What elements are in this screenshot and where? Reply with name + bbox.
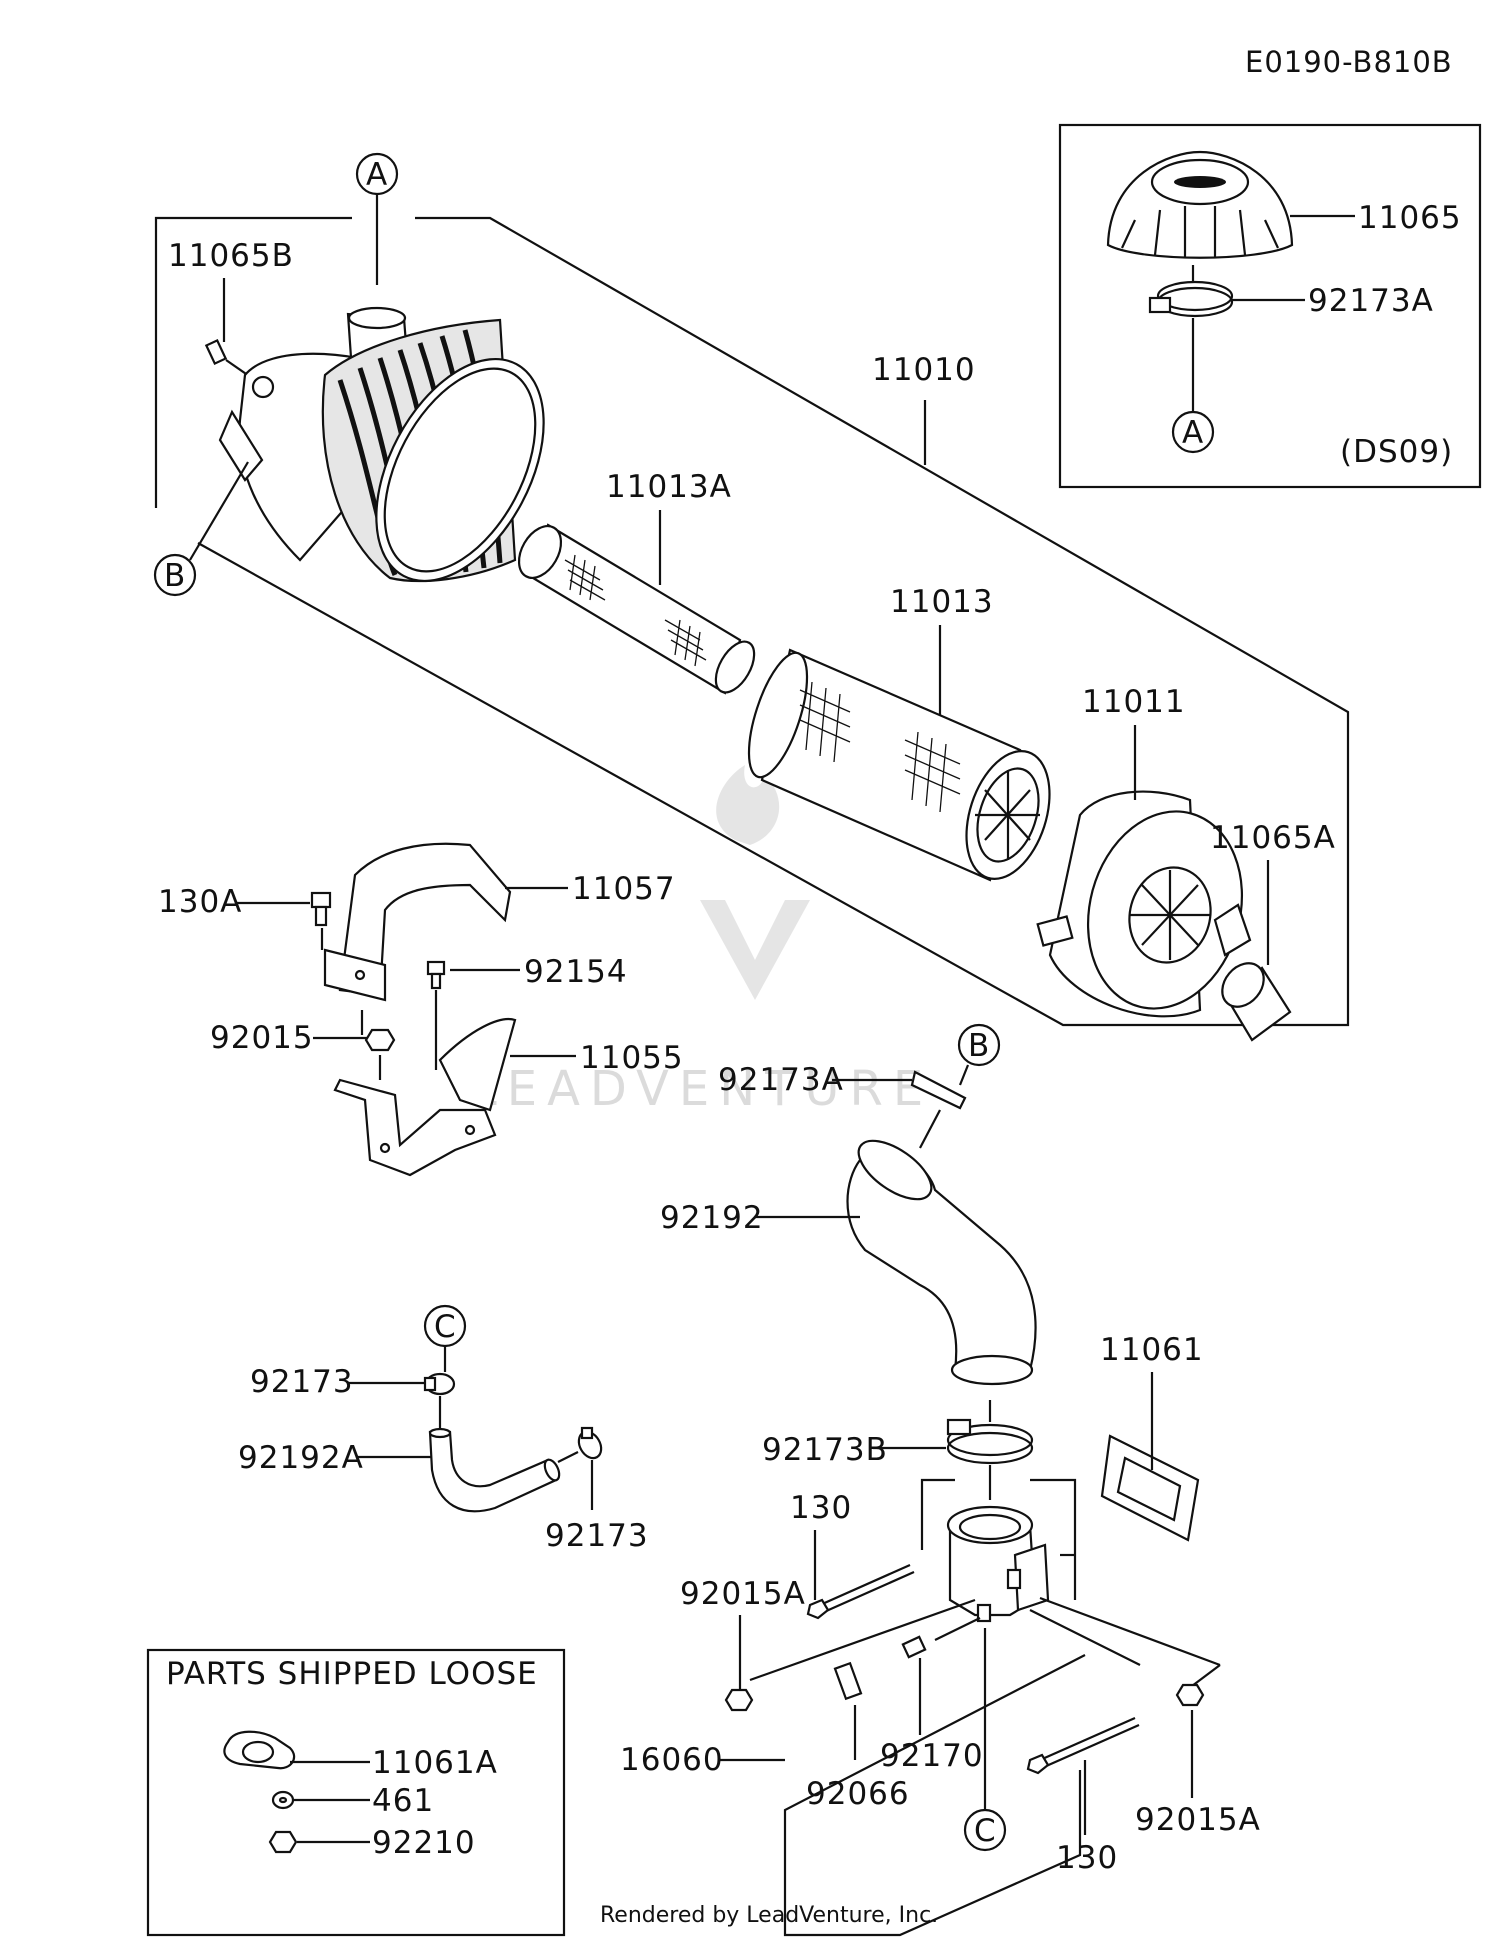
label-130-lower: 130 xyxy=(1056,1840,1118,1876)
label-92015A-left: 92015A xyxy=(680,1576,806,1612)
label-11065: 11065 xyxy=(1358,200,1462,236)
precleaner-cap xyxy=(1106,150,1294,259)
clamp-92173-right xyxy=(577,1426,603,1460)
label-11061A: 11061A xyxy=(372,1745,498,1781)
ref-a: A xyxy=(366,157,388,193)
leadventure-watermark: LEADVENTURE xyxy=(470,765,933,1117)
nut-92015 xyxy=(364,1028,396,1052)
hose-clamp-upper xyxy=(910,1070,967,1110)
ds09-inset: 11065 92173A A (DS09) xyxy=(1058,123,1482,489)
label-16060: 16060 xyxy=(620,1742,724,1778)
air-cleaner-body xyxy=(218,306,545,583)
label-11013: 11013 xyxy=(890,584,994,620)
ref-c-breather: C xyxy=(434,1309,457,1345)
label-11010: 11010 xyxy=(872,352,976,388)
bolt-92154 xyxy=(426,960,446,990)
loose-parts-title: PARTS SHIPPED LOOSE xyxy=(166,1656,538,1692)
ref-b-hose: B xyxy=(968,1028,990,1064)
label-130A: 130A xyxy=(158,884,242,920)
label-11065A: 11065A xyxy=(1210,820,1336,856)
render-credit: Rendered by LeadVenture, Inc. xyxy=(600,1903,938,1928)
nut-92210 xyxy=(268,1830,298,1854)
clip-92170 xyxy=(901,1635,927,1659)
label-11055: 11055 xyxy=(580,1040,684,1076)
label-11011: 11011 xyxy=(1082,684,1186,720)
pin-92066 xyxy=(833,1661,863,1701)
gasket-11061A xyxy=(223,1730,296,1770)
inset-variant: (DS09) xyxy=(1340,434,1453,470)
gasket-11061 xyxy=(1100,1434,1200,1542)
label-92015: 92015 xyxy=(210,1020,314,1056)
label-92154: 92154 xyxy=(524,954,628,990)
label-92192: 92192 xyxy=(660,1200,764,1236)
manifold-group-16060 xyxy=(783,1478,1086,1937)
intake-hose xyxy=(846,1139,1037,1386)
evacuator-valve xyxy=(1221,962,1292,1042)
nut-92015A-left xyxy=(724,1688,754,1712)
label-92173B: 92173B xyxy=(762,1432,888,1468)
label-92210: 92210 xyxy=(372,1825,476,1861)
washer-461 xyxy=(271,1790,295,1810)
inner-filter xyxy=(517,523,756,695)
hose-clamp-92173B xyxy=(946,1418,1034,1465)
label-92173A-inset: 92173A xyxy=(1308,283,1434,319)
label-11013A: 11013A xyxy=(606,469,732,505)
hose-clamp-inset xyxy=(1148,280,1234,318)
outer-filter xyxy=(747,648,1051,882)
bolt-130-upper xyxy=(806,1563,915,1620)
label-92173-left: 92173 xyxy=(250,1364,354,1400)
label-130-upper: 130 xyxy=(790,1490,852,1526)
drawing-code: E0190-B810B xyxy=(1245,45,1453,79)
ref-b: B xyxy=(164,558,186,594)
watermark-text: LEADVENTURE xyxy=(470,1061,933,1117)
bracket-11055 xyxy=(333,1017,517,1177)
label-92015A-right: 92015A xyxy=(1135,1802,1261,1838)
label-92173A-hose: 92173A xyxy=(718,1062,844,1098)
bolt-130-lower xyxy=(1026,1716,1140,1775)
label-92173-right: 92173 xyxy=(545,1518,649,1554)
assembly-11010-outline: 11010 xyxy=(154,216,1350,1027)
label-92170: 92170 xyxy=(880,1738,984,1774)
label-92066: 92066 xyxy=(806,1776,910,1812)
loose-parts-box: PARTS SHIPPED LOOSE 11061A 461 92210 xyxy=(146,1648,566,1937)
nut-92015A-right xyxy=(1175,1683,1205,1707)
bracket-11057 xyxy=(323,842,512,1002)
cleaner-cover xyxy=(1036,790,1252,1018)
bolt-130A xyxy=(310,891,332,927)
label-461: 461 xyxy=(372,1783,434,1819)
label-92192A: 92192A xyxy=(238,1440,364,1476)
ref-c: C xyxy=(974,1813,997,1849)
clamp-92173-left xyxy=(423,1372,456,1396)
breather-hose xyxy=(428,1427,561,1513)
label-11065B: 11065B xyxy=(168,238,294,274)
label-11061: 11061 xyxy=(1100,1332,1204,1368)
ref-a-inset: A xyxy=(1182,415,1204,451)
label-11057: 11057 xyxy=(572,871,676,907)
